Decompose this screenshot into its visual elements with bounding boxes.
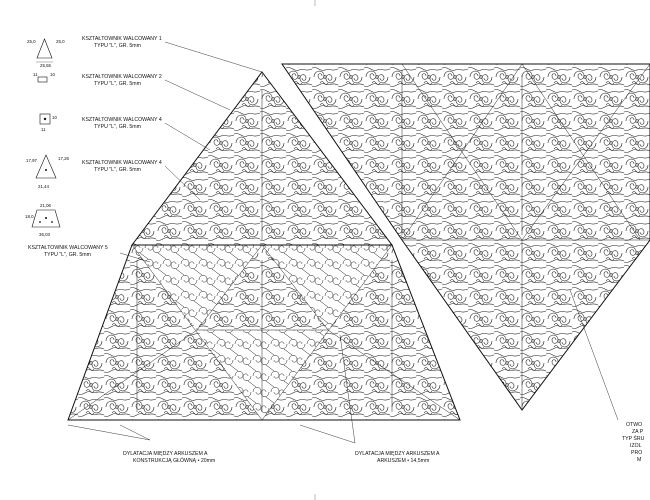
- profile-4-icon: [35, 154, 57, 179]
- dilation-main-line1: DYLATACJA MIĘDZY ARKUSZEM A: [123, 451, 208, 457]
- profile-legend: 25,0 25,55 25,0 KSZTAŁTOWNIK WALCOWANY 1…: [25, 36, 162, 258]
- profile-1-dim-b: 25,55: [40, 63, 52, 68]
- profile-5-subtitle: TYPU "L", GR. 5mm: [44, 252, 91, 258]
- side-note-line6: M: [637, 457, 641, 463]
- right-panel-assembly: [281, 63, 650, 411]
- profile-5-dim-a: 21,06: [40, 203, 52, 208]
- profile-2-dim-a: 11: [33, 72, 38, 77]
- side-note-line3: TYP ŚRU: [622, 434, 645, 442]
- profile-1-icon: [36, 38, 53, 59]
- side-note: OTWO ZA P TYP ŚRU IZOL PRO M: [622, 422, 645, 463]
- profile-4-subtitle: TYPU "L", GR. 5mm: [94, 167, 141, 173]
- profile-3-dim-a: 11: [41, 127, 46, 132]
- profile-1-dim-a: 25,0: [27, 39, 36, 44]
- side-note-line1: OTWO: [626, 422, 642, 428]
- leader-lines: [67, 41, 619, 444]
- panel-center-ornament: [197, 245, 328, 330]
- profile-5-dim-c: 36,03: [39, 232, 51, 237]
- profile-4-dim-a: 17,97: [26, 158, 38, 163]
- profile-5-label: KSZTAŁTOWNIK WALCOWANY 5: [28, 245, 108, 251]
- panel-bottom-right-ornament: [262, 330, 460, 420]
- panel-right-mid-ornament: [262, 245, 392, 330]
- profile-4-label: KSZTAŁTOWNIK WALCOWANY 4: [82, 160, 162, 166]
- side-note-line2: ZA P: [632, 429, 644, 435]
- dilation-note-main: DYLATACJA MIĘDZY ARKUSZEM A KONSTRUKCJĄ …: [123, 451, 215, 464]
- profile-2-dim-b: 10: [50, 72, 55, 77]
- dilation-sheet-line1: DYLATACJA MIĘDZY ARKUSZEM A: [355, 451, 440, 457]
- panel-bottom-left-ornament: [68, 330, 262, 420]
- profile-3-dim-b: 10: [52, 115, 57, 120]
- panel-right-ornament: [328, 245, 460, 420]
- dilation-main-line2: KONSTRUKCJĄ GŁÓWNĄ • 20mm: [133, 457, 215, 464]
- left-panel-assembly: [67, 71, 461, 421]
- profile-4-dim-c: 21,44: [38, 184, 50, 189]
- profile-1-dim-c: 25,0: [56, 39, 65, 44]
- dilation-sheet-line2: ARKUSZEM • 14,5mm: [377, 458, 429, 464]
- profile-2-icon: [37, 76, 48, 83]
- profile-1-label: KSZTAŁTOWNIK WALCOWANY 1: [82, 36, 162, 42]
- profile-5-dim-b: 18,0: [25, 214, 34, 219]
- profile-3-subtitle: TYPU "L", GR. 5mm: [94, 124, 141, 130]
- profile-1-subtitle: TYPU "L", GR. 5mm: [94, 43, 141, 49]
- profile-2-subtitle: TYPU "L", GR. 5mm: [94, 81, 141, 87]
- side-note-line5: PRO: [631, 450, 642, 456]
- side-note-line4: IZOL: [630, 443, 642, 449]
- profile-2-label: KSZTAŁTOWNIK WALCOWANY 2: [82, 74, 162, 80]
- dilation-note-sheet: DYLATACJA MIĘDZY ARKUSZEM A ARKUSZEM • 1…: [355, 451, 440, 464]
- panel-mid-ornament: [132, 245, 262, 330]
- profile-4-dim-b: 17,26: [58, 156, 70, 161]
- panel-low-center-ornament: [197, 330, 328, 420]
- profile-3-label: KSZTAŁTOWNIK WALCOWANY 4: [82, 117, 162, 123]
